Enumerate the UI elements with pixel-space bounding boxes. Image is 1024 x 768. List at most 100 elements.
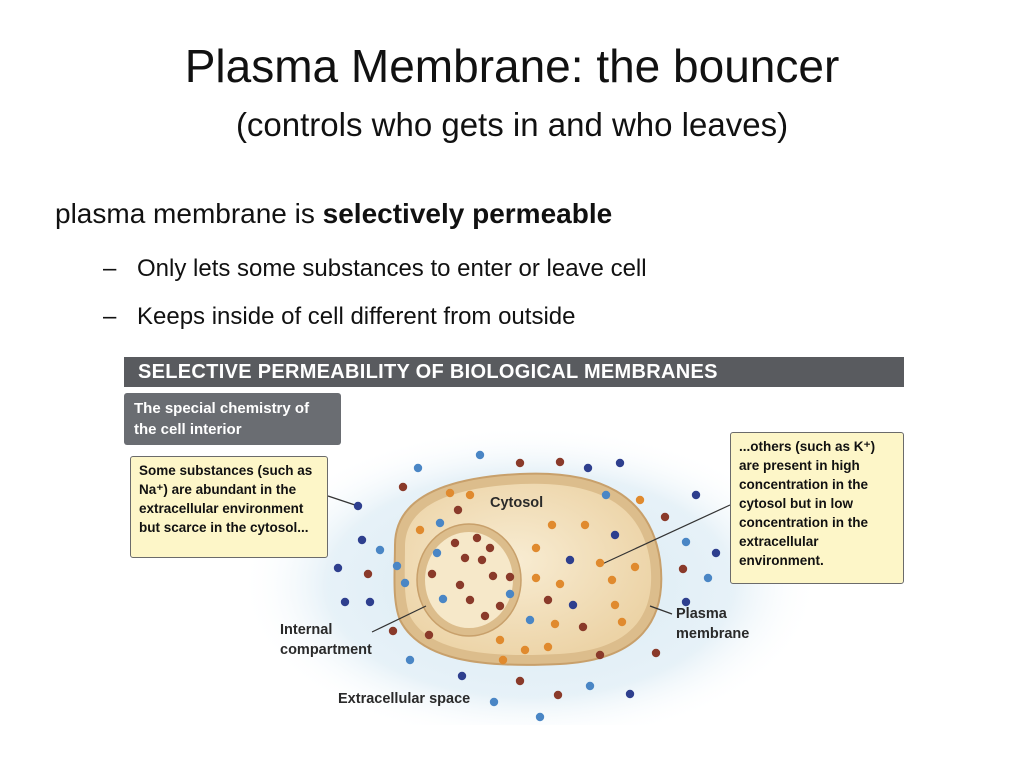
particle bbox=[405, 655, 415, 665]
particle bbox=[388, 626, 398, 636]
cell-diagram bbox=[240, 425, 820, 725]
particle bbox=[681, 537, 691, 547]
particle bbox=[453, 505, 463, 515]
particle bbox=[485, 543, 495, 553]
particle bbox=[635, 495, 645, 505]
particle bbox=[681, 597, 691, 607]
sub-bullet-1: –Only lets some substances to enter or l… bbox=[103, 254, 647, 284]
extracellular-space-label: Extracellular space bbox=[338, 691, 471, 707]
particle bbox=[477, 555, 487, 565]
particle bbox=[553, 690, 563, 700]
particle bbox=[438, 594, 448, 604]
particle bbox=[363, 569, 373, 579]
particle bbox=[615, 458, 625, 468]
particle bbox=[505, 589, 515, 599]
particle bbox=[475, 450, 485, 460]
particle bbox=[703, 573, 713, 583]
particle bbox=[375, 545, 385, 555]
particle bbox=[460, 553, 470, 563]
figure-header: SELECTIVE PERMEABILITY OF BIOLOGICAL MEM… bbox=[124, 357, 904, 387]
particle bbox=[498, 655, 508, 665]
particle bbox=[630, 562, 640, 572]
sub-bullet-2-text: Keeps inside of cell different from outs… bbox=[137, 303, 576, 330]
dash-2: – bbox=[103, 303, 117, 330]
particle bbox=[578, 622, 588, 632]
particle bbox=[472, 533, 482, 543]
particle bbox=[547, 520, 557, 530]
particle bbox=[365, 597, 375, 607]
slide-title: Plasma Membrane: the bouncer bbox=[184, 40, 840, 92]
particle bbox=[525, 615, 535, 625]
particle bbox=[435, 518, 445, 528]
particle bbox=[565, 555, 575, 565]
particle bbox=[465, 595, 475, 605]
particle bbox=[398, 482, 408, 492]
particle bbox=[585, 681, 595, 691]
main-bullet-bold: selectively permeable bbox=[322, 198, 613, 229]
particle bbox=[432, 548, 442, 558]
particle bbox=[392, 561, 402, 571]
cytosol-label: Cytosol bbox=[490, 495, 544, 511]
particle bbox=[660, 512, 670, 522]
particle bbox=[691, 490, 701, 500]
particle bbox=[625, 689, 635, 699]
particle bbox=[515, 676, 525, 686]
particle bbox=[610, 530, 620, 540]
particle bbox=[607, 575, 617, 585]
particle bbox=[610, 600, 620, 610]
particles bbox=[333, 450, 721, 722]
particle bbox=[450, 538, 460, 548]
particle bbox=[427, 569, 437, 579]
particle bbox=[480, 611, 490, 621]
particle bbox=[555, 457, 565, 467]
particle bbox=[617, 617, 627, 627]
particle bbox=[595, 650, 605, 660]
particle bbox=[445, 488, 455, 498]
potassium-note: ...others (such as K⁺) are present in hi… bbox=[730, 432, 904, 584]
particle bbox=[424, 630, 434, 640]
particle bbox=[488, 571, 498, 581]
particle bbox=[340, 597, 350, 607]
particle bbox=[531, 543, 541, 553]
particle bbox=[455, 580, 465, 590]
leader-lines bbox=[327, 495, 731, 633]
particle bbox=[543, 642, 553, 652]
particle bbox=[651, 648, 661, 658]
particle bbox=[515, 458, 525, 468]
sub-bullet-2: –Keeps inside of cell different from out… bbox=[103, 302, 575, 332]
particle bbox=[543, 595, 553, 605]
particle bbox=[711, 548, 721, 558]
particle bbox=[568, 600, 578, 610]
main-bullet: plasma membrane is selectively permeable bbox=[55, 196, 612, 232]
particle bbox=[531, 573, 541, 583]
internal-compartment-inner bbox=[425, 532, 513, 628]
dash-1: – bbox=[103, 255, 117, 282]
particle bbox=[595, 558, 605, 568]
particle bbox=[505, 572, 515, 582]
particle bbox=[678, 564, 688, 574]
particle bbox=[555, 579, 565, 589]
particle bbox=[465, 490, 475, 500]
particle bbox=[333, 563, 343, 573]
cell-interior-box: The special chemistry of the cell interi… bbox=[124, 393, 341, 445]
sub-bullet-1-text: Only lets some substances to enter or le… bbox=[137, 255, 647, 282]
sodium-note: Some substances (such as Na⁺) are abunda… bbox=[130, 456, 328, 558]
particle bbox=[457, 671, 467, 681]
particle bbox=[400, 578, 410, 588]
particle bbox=[489, 697, 499, 707]
internal-compartment-label: Internal compartment bbox=[280, 622, 372, 658]
particle bbox=[535, 712, 545, 722]
particle bbox=[601, 490, 611, 500]
particle bbox=[495, 635, 505, 645]
particle bbox=[550, 619, 560, 629]
particle bbox=[415, 525, 425, 535]
particle bbox=[357, 535, 367, 545]
particle bbox=[520, 645, 530, 655]
particle bbox=[353, 501, 363, 511]
plasma-membrane-label: Plasma membrane bbox=[676, 606, 750, 642]
main-bullet-text: plasma membrane is bbox=[55, 198, 323, 229]
particle bbox=[583, 463, 593, 473]
particle bbox=[580, 520, 590, 530]
particle bbox=[495, 601, 505, 611]
particle bbox=[413, 463, 423, 473]
